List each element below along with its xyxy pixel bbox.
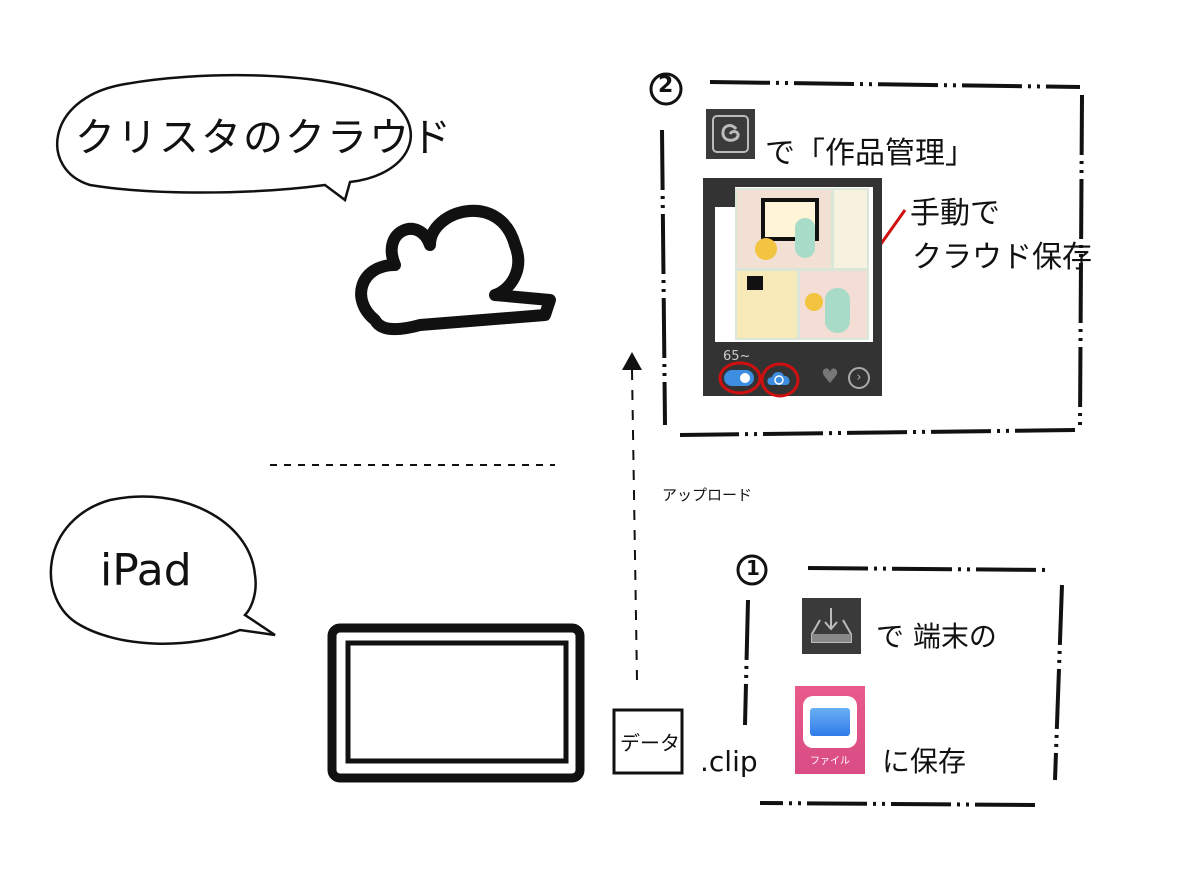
step2-instruction: で「作品管理」 bbox=[765, 136, 975, 171]
artwork-title: 65~ bbox=[723, 349, 751, 364]
upload-arrow-head bbox=[622, 352, 642, 370]
step1-number-glyph: 1 bbox=[746, 556, 760, 580]
ipad-screen bbox=[345, 640, 569, 764]
files-app-label: ファイル bbox=[810, 756, 850, 767]
speech-bubble-ipad bbox=[49, 495, 276, 645]
data-box-label: データ bbox=[620, 731, 680, 755]
files-app-icon: ファイル bbox=[795, 686, 865, 774]
artwork-card[interactable]: 65~ ♥ › bbox=[703, 178, 882, 396]
cloud-sync-icon[interactable] bbox=[766, 368, 792, 386]
sync-highlight-circle bbox=[760, 362, 800, 398]
heart-icon[interactable]: ♥ bbox=[821, 364, 839, 388]
toggle-highlight-circle bbox=[718, 361, 762, 395]
data-box bbox=[612, 708, 684, 775]
file-extension: .clip bbox=[700, 745, 758, 778]
cloud-bubble-text: クリスタのクラウド bbox=[75, 115, 453, 161]
upload-label: アップロード bbox=[662, 486, 753, 504]
step1-frame bbox=[743, 566, 1064, 807]
artwork-thumbnail bbox=[715, 187, 873, 342]
step2-number-glyph: 2 bbox=[658, 73, 674, 98]
download-tray-icon bbox=[802, 598, 861, 654]
clip-studio-icon bbox=[706, 109, 755, 159]
step1-instruction-line1: で 端末の bbox=[876, 620, 997, 653]
manga-page bbox=[735, 188, 869, 340]
annotation-line2: クラウド保存 bbox=[912, 240, 1092, 275]
chevron-right-icon[interactable]: › bbox=[848, 367, 870, 389]
step2-frame bbox=[660, 80, 1084, 437]
step1-circle bbox=[736, 554, 768, 586]
step1-instruction-line2: に保存 bbox=[882, 745, 967, 778]
speech-bubble-cloud bbox=[56, 73, 412, 203]
cloud-drawing bbox=[355, 204, 556, 336]
cloud-sync-toggle[interactable] bbox=[724, 370, 754, 386]
ipad-outer bbox=[327, 623, 585, 783]
ipad-bubble-text: iPad bbox=[100, 545, 192, 596]
annotation-line1: 手動で bbox=[910, 196, 1000, 231]
step2-circle bbox=[649, 72, 683, 106]
